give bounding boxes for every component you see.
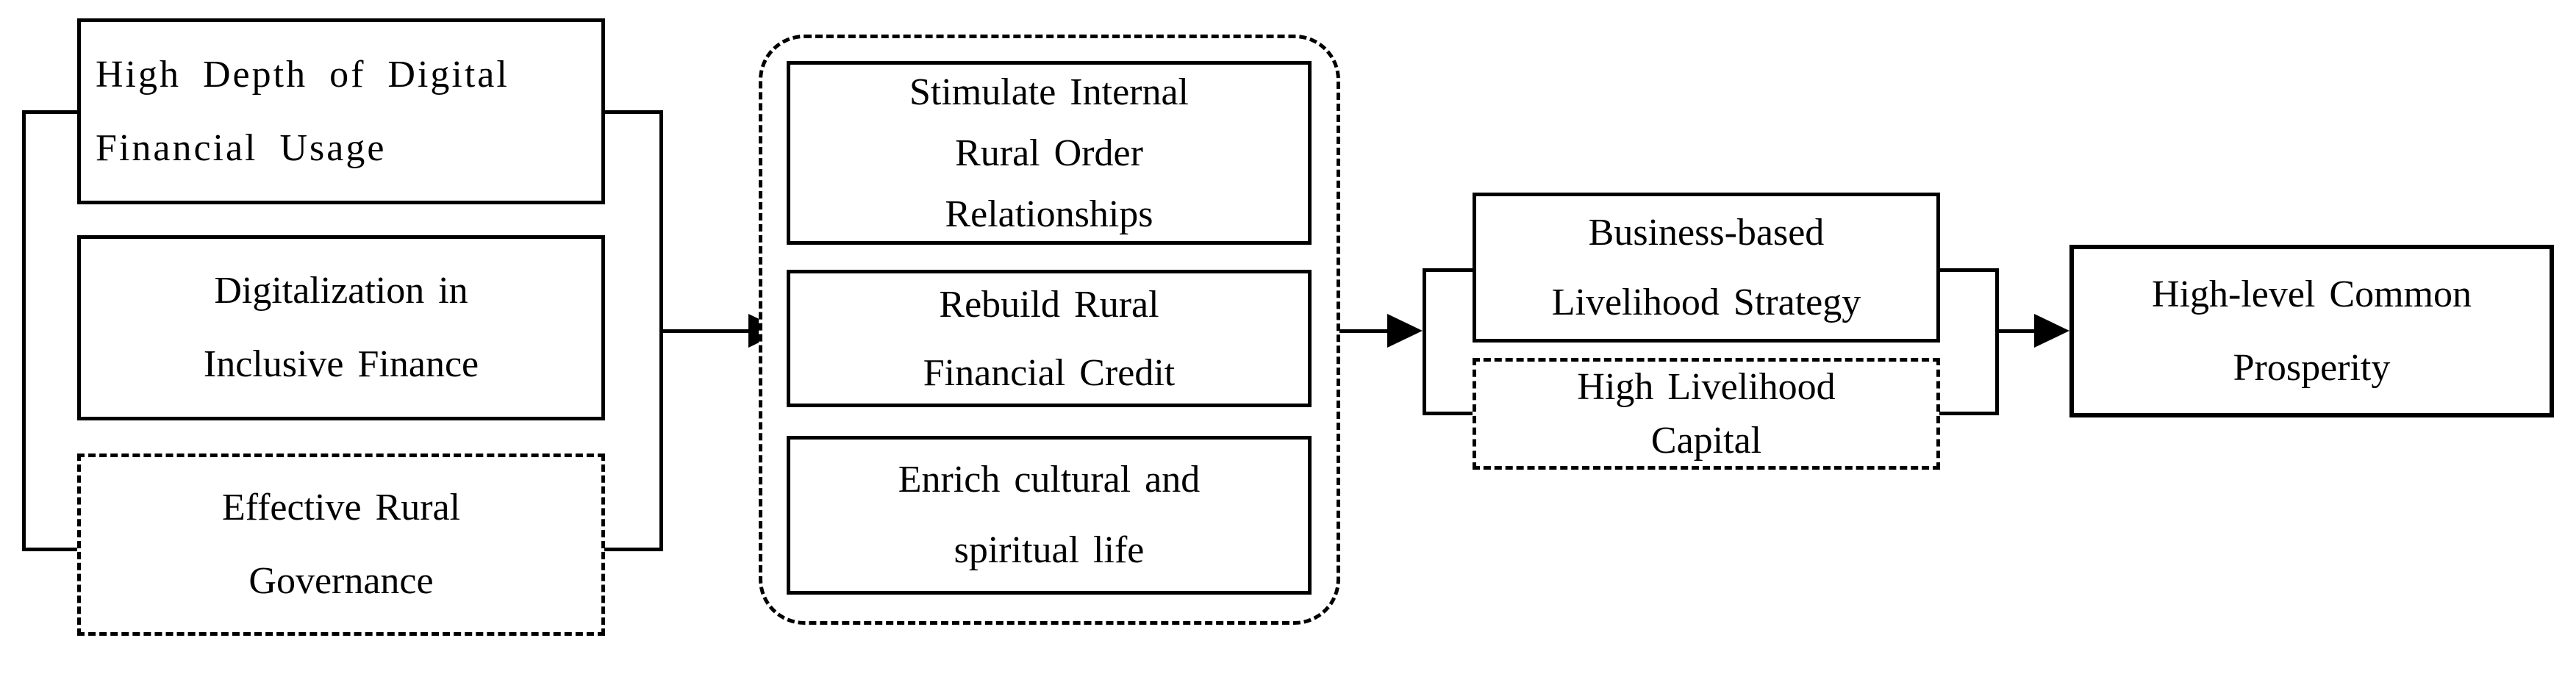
box-high-livelihood-capital: High Livelihood Capital <box>1473 358 1940 470</box>
livelihood-right-bracket-stub-bottom <box>1939 412 1999 415</box>
drivers-right-bracket-stub-top <box>604 110 663 114</box>
arrow-drivers-to-mechanisms-shaft <box>663 329 748 333</box>
livelihood-left-bracket-stub-bottom <box>1423 412 1473 415</box>
drivers-right-bracket-vertical <box>659 110 663 551</box>
arrow-mechanisms-to-livelihood-head <box>1387 314 1423 348</box>
livelihood-left-bracket-stub-top <box>1423 268 1473 272</box>
drivers-left-bracket-vertical <box>22 110 26 551</box>
box-stimulate-internal-rural-order-relationships: Stimulate Internal Rural Order Relations… <box>787 61 1312 245</box>
livelihood-right-bracket-stub-top <box>1939 268 1999 272</box>
arrow-mechanisms-to-livelihood-shaft <box>1339 329 1387 333</box>
box-rebuild-rural-financial-credit: Rebuild Rural Financial Credit <box>787 270 1312 407</box>
drivers-left-bracket-stub-bottom <box>22 548 77 551</box>
livelihood-right-bracket-vertical <box>1995 268 1999 415</box>
livelihood-left-bracket-vertical <box>1423 268 1426 415</box>
drivers-right-bracket-stub-bottom <box>604 548 663 551</box>
box-effective-rural-governance: Effective Rural Governance <box>77 453 605 636</box>
box-high-depth-digital-financial-usage: High Depth of Digital Financial Usage <box>77 18 605 204</box>
arrow-livelihood-to-outcome-shaft <box>1999 329 2034 333</box>
box-enrich-cultural-spiritual-life: Enrich cultural and spiritual life <box>787 436 1312 595</box>
box-digitalization-inclusive-finance: Digitalization in Inclusive Finance <box>77 235 605 420</box>
arrow-livelihood-to-outcome-head <box>2034 314 2069 348</box>
box-business-based-livelihood-strategy: Business-based Livelihood Strategy <box>1473 193 1940 343</box>
box-high-level-common-prosperity: High-level Common Prosperity <box>2069 245 2554 417</box>
drivers-left-bracket-stub-top <box>22 110 77 114</box>
